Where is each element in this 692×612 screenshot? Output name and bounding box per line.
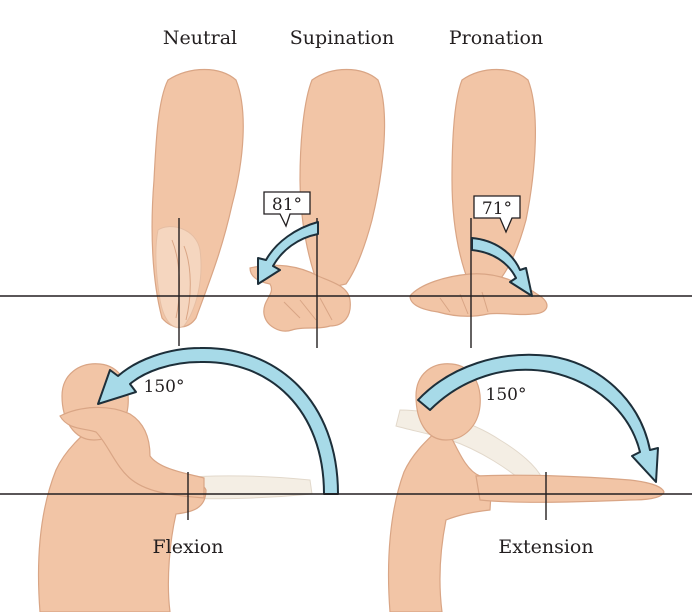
- pronation-angle-value: 71°: [482, 199, 512, 219]
- supination-angle-value: 81°: [272, 195, 302, 215]
- supination-arrow: [257, 221, 319, 285]
- flexion-body-figure: [37, 363, 313, 612]
- label-supination: Supination: [290, 27, 394, 49]
- neutral-arm-figure: [151, 69, 244, 329]
- supination-arm-figure: [249, 69, 386, 332]
- label-neutral: Neutral: [163, 27, 237, 49]
- flexion-arrow: [97, 346, 339, 495]
- pronation-arrow: [471, 237, 533, 297]
- flexion-angle-value: 150°: [144, 377, 185, 397]
- supination-angle-callout: 81°: [263, 191, 311, 228]
- label-extension: Extension: [498, 536, 593, 558]
- label-pronation: Pronation: [449, 27, 543, 49]
- extension-arrow: [417, 353, 659, 483]
- pronation-angle-callout: 71°: [473, 195, 521, 234]
- extension-angle-value: 150°: [486, 385, 527, 405]
- label-flexion: Flexion: [153, 536, 224, 558]
